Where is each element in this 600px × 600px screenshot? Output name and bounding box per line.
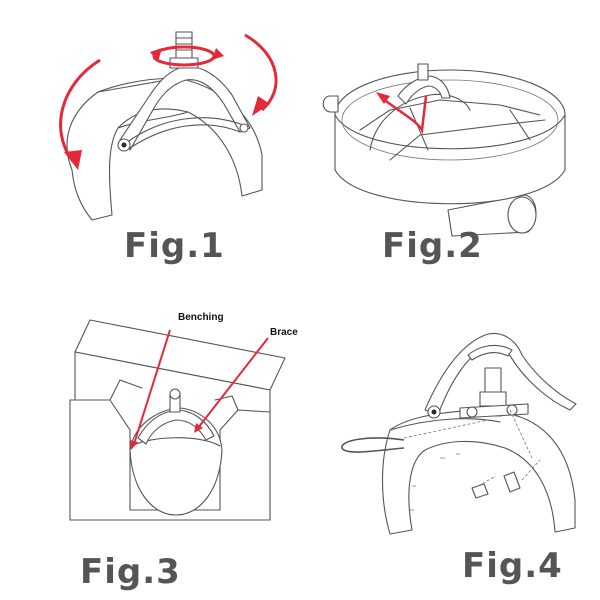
fig4-label: Fig.4 [462,546,563,586]
figure-2: Fig.2 [300,0,600,290]
fig3-callout-benching: Benching [178,312,224,323]
fig1-illustration [59,31,278,221]
figure-1: Fig.1 [0,0,300,290]
fig3-callout-benching-line [133,329,171,445]
fig1-label: Fig.1 [124,226,225,266]
fig3-illustration [69,319,286,521]
fig3-callout-brace: Brace [270,327,298,338]
fig1-shell [66,77,263,221]
fig4-illustration [341,333,577,535]
fig3-brace [137,409,215,445]
fig4-shell [382,410,576,535]
fig2-label: Fig.2 [382,226,483,266]
fig3-callout-brace-line [197,337,269,429]
fig3-label: Fig.3 [80,552,181,592]
fig2-illustration [322,63,566,237]
fig4-cable [341,437,405,453]
fig2-arrow [381,95,428,135]
figure-4: Fig.4 [300,300,600,600]
figure-3: Benching Brace Fig.3 [0,300,300,600]
fig1-arrow-left [59,58,101,161]
fig3-pipe [129,407,223,516]
